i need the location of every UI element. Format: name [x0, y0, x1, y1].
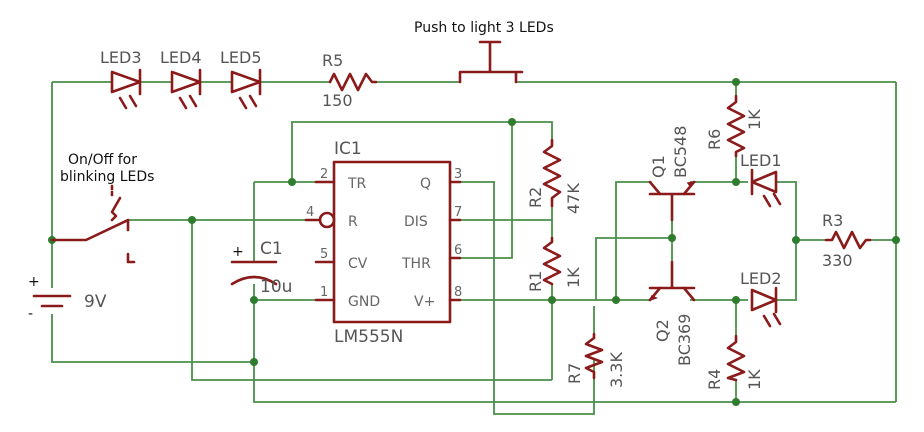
led4-label: LED4 [160, 48, 202, 67]
junctions [48, 78, 900, 406]
r1-name-label: R1 [526, 271, 545, 292]
battery-minus-label: - [28, 306, 33, 322]
push-button-note: Push to light 3 LEDs [414, 20, 554, 36]
led2: LED2 [740, 269, 782, 328]
switch-note-line1: On/Off for [68, 152, 137, 168]
r7-resistor: R7 3.3K [565, 332, 626, 388]
r2-resistor: R2 47K [526, 138, 583, 214]
r5-resistor: R5 150 [322, 51, 378, 110]
ic1-pin-vplus-label: V+ [414, 294, 435, 310]
ic1-pin-number-q: 3 [454, 167, 462, 182]
ic1-name-label: IC1 [334, 139, 362, 159]
ic1-pin-thr-label: THR [401, 256, 431, 272]
ic1-pin-q-label: Q [420, 176, 431, 192]
r5-value-label: 150 [322, 91, 353, 110]
r7-name-label: R7 [565, 363, 584, 384]
led1-label: LED1 [740, 151, 782, 170]
r6-value-label: 1K [745, 109, 764, 130]
c1-name-label: C1 [260, 239, 283, 259]
battery: + - 9V [28, 274, 107, 322]
r4-resistor: R4 1K [705, 334, 764, 390]
push-button: Push to light 3 LEDs [414, 20, 554, 84]
ic1-pin-number-cv: 5 [320, 247, 328, 262]
ic1-pin-number-r: 4 [306, 205, 314, 220]
q1-name-label: Q1 [649, 155, 668, 178]
q1-transistor: Q1 BC548 [648, 126, 697, 222]
r3-value-label: 330 [822, 251, 853, 270]
ic1-pin-gnd-label: GND [348, 294, 380, 310]
ic1-pin-r-label: R [348, 214, 358, 230]
ic1-lm555: IC1 LM555N TR R CV GND Q DIS THR V+ 2 4 … [304, 139, 462, 347]
switch-note-line2: blinking LEDs [60, 169, 154, 185]
ic1-pin-number-tr: 2 [320, 167, 328, 182]
ic1-pin-number-gnd: 1 [320, 285, 328, 300]
r4-value-label: 1K [745, 369, 764, 390]
r6-resistor: R6 1K [705, 94, 764, 158]
ic1-pin-number-thr: 6 [454, 243, 462, 258]
on-off-switch: On/Off for blinking LEDs [50, 152, 154, 264]
led4: LED4 [160, 48, 202, 110]
led2-label: LED2 [740, 269, 782, 288]
ic1-pin-number-dis: 7 [454, 205, 462, 220]
r3-resistor: R3 330 [822, 211, 872, 270]
r2-value-label: 47K [564, 183, 583, 214]
q1-part-label: BC548 [671, 126, 690, 178]
led1: LED1 [740, 151, 782, 208]
ic1-part-label: LM555N [334, 327, 403, 347]
r3-name-label: R3 [822, 211, 843, 230]
c1-value-label: 10u [260, 277, 292, 297]
r1-value-label: 1K [564, 267, 583, 288]
wires [51, 81, 897, 415]
battery-plus-label: + [28, 274, 40, 290]
capacitor-c1: + C1 10u [230, 239, 292, 297]
r1-resistor: R1 1K [526, 236, 583, 292]
led3-label: LED3 [100, 48, 142, 67]
c1-plus-label: + [232, 244, 244, 260]
ic1-pin-number-vplus: 8 [454, 285, 462, 300]
q2-transistor: Q2 BC369 [648, 260, 696, 366]
q2-part-label: BC369 [675, 314, 694, 366]
r5-name-label: R5 [322, 51, 343, 70]
ic1-pin-dis-label: DIS [404, 214, 428, 230]
r7-value-label: 3.3K [607, 352, 626, 388]
led3: LED3 [100, 48, 142, 110]
ic1-pin-cv-label: CV [348, 256, 368, 272]
r6-name-label: R6 [705, 129, 724, 150]
ic1-pin-tr-label: TR [347, 176, 367, 192]
led5-label: LED5 [220, 48, 262, 67]
led5: LED5 [220, 48, 262, 110]
r2-name-label: R2 [526, 187, 545, 208]
r4-name-label: R4 [705, 369, 724, 390]
q2-name-label: Q2 [653, 319, 672, 342]
battery-voltage-label: 9V [84, 292, 107, 312]
